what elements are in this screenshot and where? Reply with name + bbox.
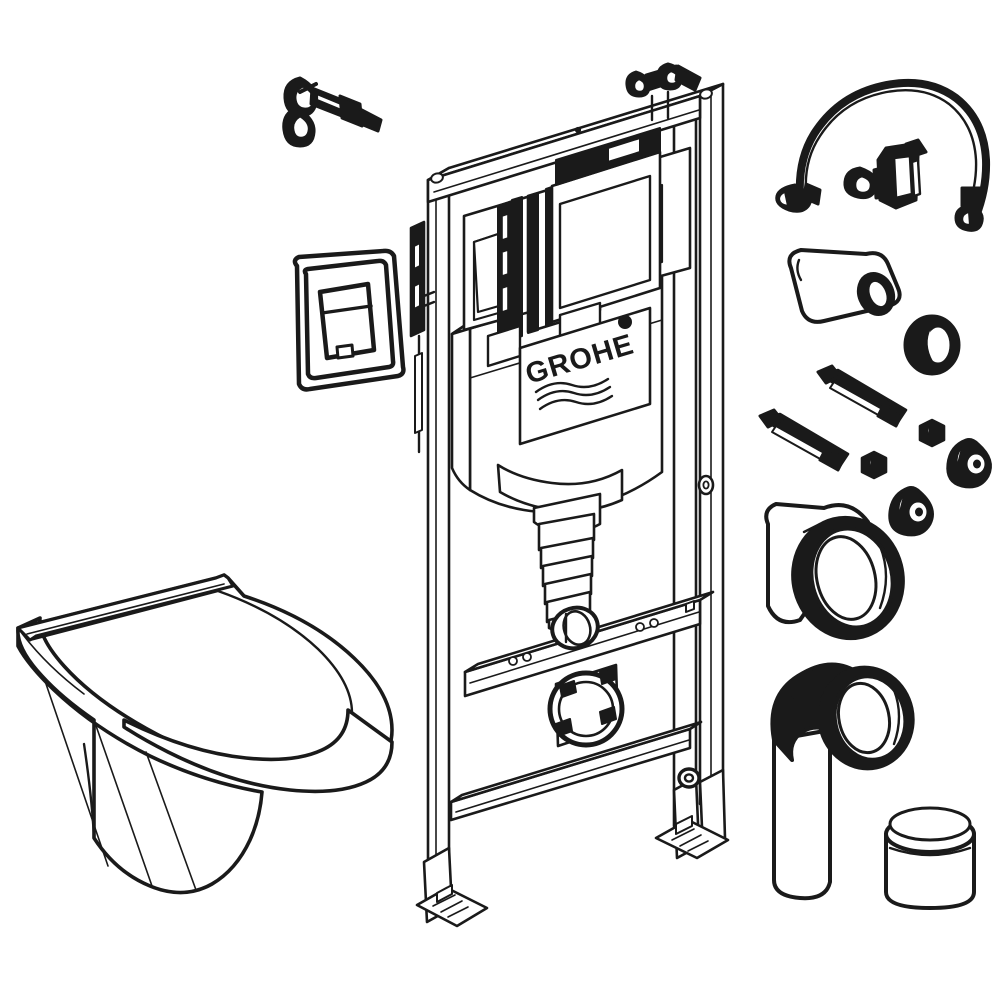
part-concealed-cistern: GROHE: [450, 127, 692, 534]
cistern-flush-valve: [497, 127, 662, 346]
part-flexible-supply-hose: [775, 78, 991, 232]
part-cap-cover-lower: [888, 486, 934, 537]
part-flush-pipe-connector: [764, 502, 905, 641]
part-seal-ring: [903, 314, 961, 376]
frame-wall-bracket: [409, 220, 436, 454]
part-flush-plate: [292, 248, 406, 392]
part-protection-sleeve: [787, 248, 902, 324]
part-angle-valve-body: [843, 138, 928, 210]
part-nut-upper: [918, 418, 946, 448]
part-wall-anchor-bolt: [282, 76, 383, 148]
part-wc-pan-with-seat: [16, 573, 394, 895]
part-stud-bolt-lower: [758, 408, 850, 472]
part-nut-lower: [860, 450, 888, 480]
part-cap-cover-upper: [946, 438, 992, 489]
cistern-brand-badge: GROHE: [518, 306, 652, 446]
frame-top-hanger-bolts: [625, 62, 702, 122]
part-waste-bend-90: [770, 662, 915, 901]
part-flush-pipe-bellows: [537, 512, 600, 651]
part-waste-outlet-collar: [547, 663, 625, 748]
part-stud-bolt-upper: [816, 364, 908, 428]
part-pipe-cap-sleeve: [884, 806, 976, 910]
